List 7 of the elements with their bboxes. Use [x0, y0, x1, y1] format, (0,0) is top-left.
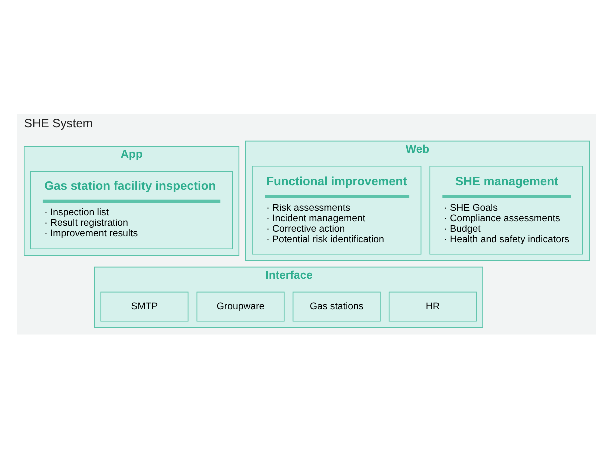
node-box: Functional improvement · Risk assessments · Incident management · Corrective action · Potential risk identification: [252, 166, 422, 255]
node-box: SHE management · SHE Goals · Compliance assessments · Budget · Health and safety indicators: [430, 166, 584, 255]
node-box: Gas station facility inspection · Inspection list · Result registration · Improvement results: [30, 171, 234, 250]
node-box: Gas stations: [292, 292, 381, 322]
node-box: HR: [388, 292, 477, 322]
node-box: Groupware: [196, 292, 285, 322]
node-box: SMTP: [100, 292, 189, 322]
